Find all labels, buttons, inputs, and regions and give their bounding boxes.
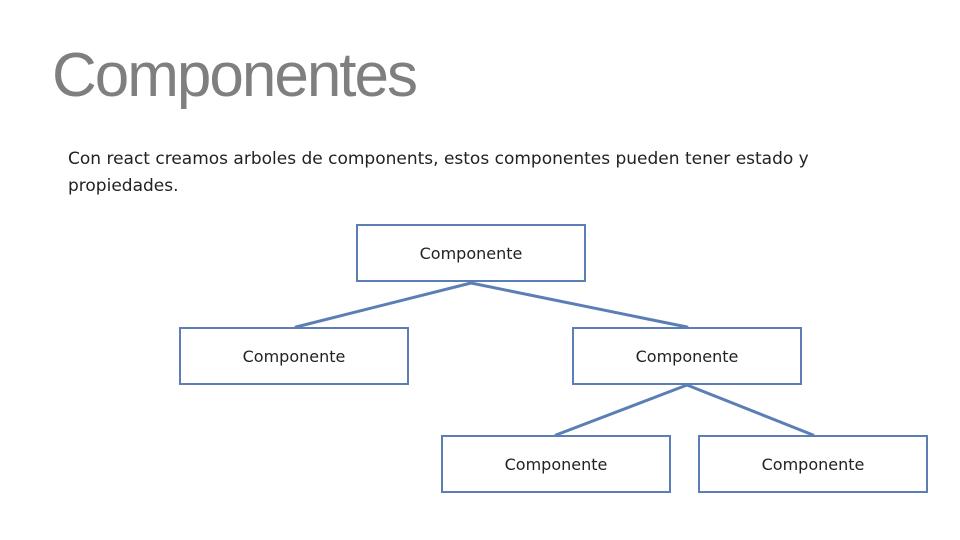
edge-right-bottom-left	[554, 383, 689, 437]
tree-node-bottom-right: Componente	[698, 435, 928, 493]
tree-node-label: Componente	[419, 243, 523, 263]
tree-node-bottom-left: Componente	[441, 435, 671, 493]
edge-root-right	[469, 281, 689, 329]
tree-node-right: Componente	[572, 327, 802, 385]
tree-node-label: Componente	[761, 454, 865, 474]
slide-title: Componentes	[52, 41, 418, 110]
tree-node-root: Componente	[356, 224, 586, 282]
tree-node-label: Componente	[635, 346, 739, 366]
tree-node-left: Componente	[179, 327, 409, 385]
edge-right-bottom-right	[685, 383, 815, 437]
tree-node-label: Componente	[242, 346, 346, 366]
slide-body-text: Con react creamos arboles de components,…	[68, 149, 809, 196]
edge-root-left	[294, 281, 473, 329]
tree-node-label: Componente	[504, 454, 608, 474]
